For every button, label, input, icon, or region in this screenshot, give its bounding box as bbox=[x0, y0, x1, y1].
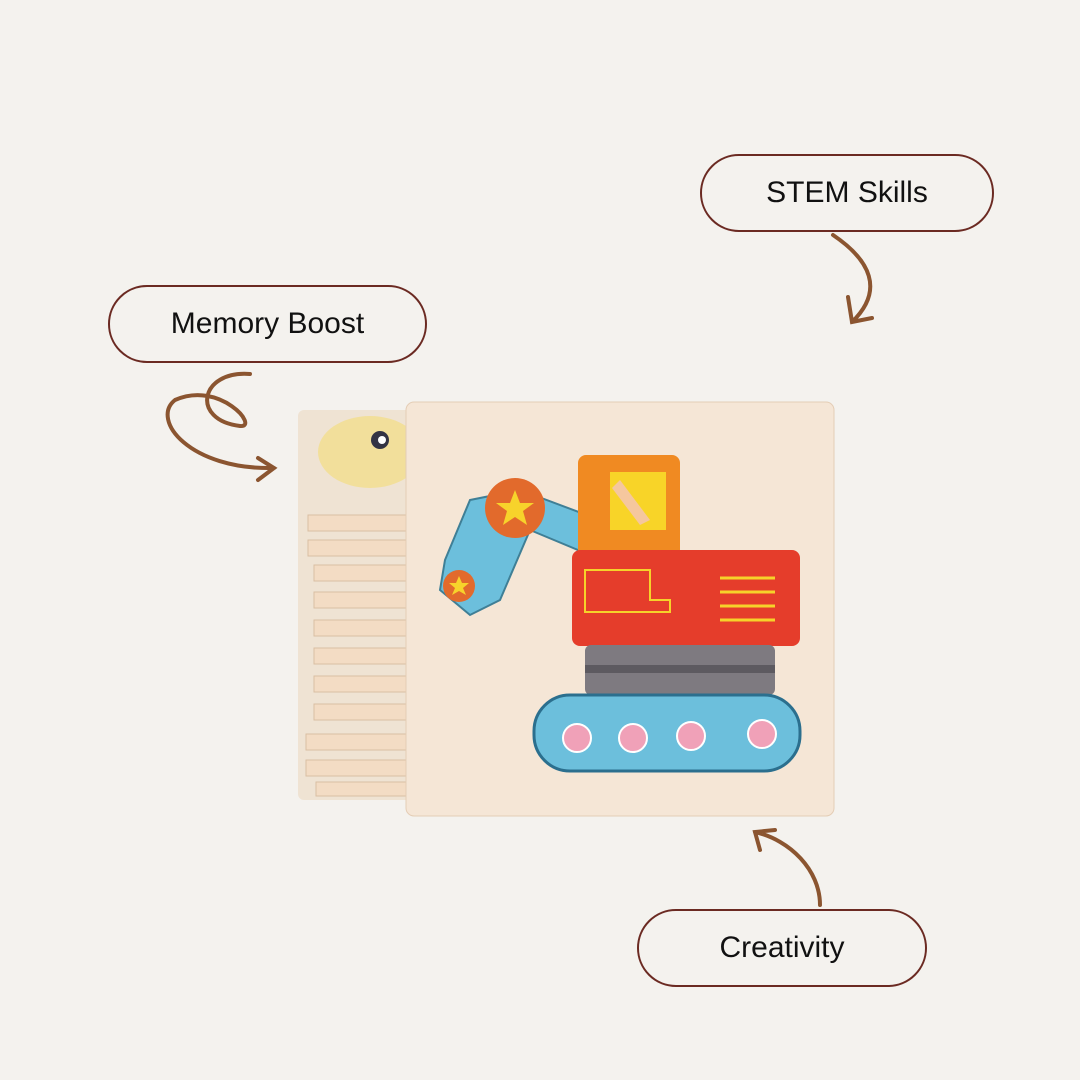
arrow-memory bbox=[165, 371, 278, 482]
stem-skills-label: STEM Skills bbox=[700, 154, 994, 232]
memory-boost-label: Memory Boost bbox=[108, 285, 427, 363]
stem-skills-text: STEM Skills bbox=[766, 176, 928, 209]
excavator-puzzle-board bbox=[405, 401, 835, 817]
creativity-label: Creativity bbox=[637, 909, 927, 987]
creativity-text: Creativity bbox=[719, 931, 845, 964]
stacked-puzzle-boards bbox=[298, 410, 428, 800]
memory-boost-text: Memory Boost bbox=[170, 307, 365, 340]
arrow-creativity bbox=[752, 828, 822, 907]
arrow-stem bbox=[831, 233, 874, 325]
